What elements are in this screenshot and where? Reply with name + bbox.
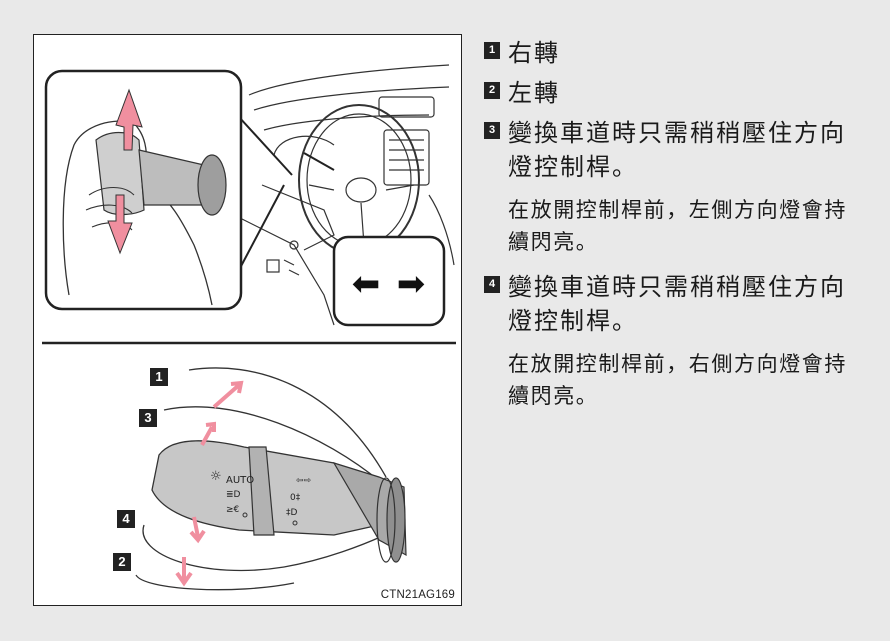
item-number-badge: 1 (484, 42, 500, 59)
item-title: 變換車道時只需稍稍壓住方向燈控制桿。 (508, 119, 846, 181)
item-title: 右轉 (508, 39, 560, 67)
callout-3: 3 (139, 409, 157, 427)
item-note: 在放開控制桿前，右側方向燈會持續閃亮。 (508, 352, 847, 408)
item-title: 左轉 (508, 79, 560, 107)
right-arrow-icon: ➡ (397, 264, 426, 304)
hand-inset (44, 69, 243, 311)
zoom-lines (238, 116, 335, 271)
parking-light-icon: ≥€ (226, 505, 240, 515)
instruction-list: 1 右轉 2 左轉 3 變換車道時只需稍稍壓住方向燈控制桿。 在放開控制桿前，左… (484, 36, 864, 424)
headlight-beam-icon: ≣D (226, 490, 241, 500)
callout-2: 2 (113, 553, 131, 571)
lever-label-auto: AUTO (226, 475, 254, 486)
list-item: 1 右轉 (484, 36, 864, 70)
dashboard-drawing (233, 64, 455, 326)
callout-4: 4 (117, 510, 135, 528)
turn-signal-illustration: ⬅ ➡ AUTO ☼ ≣D ≥€ ⇦⇨ 0‡ ‡D (42, 64, 456, 591)
item-number-badge: 3 (484, 122, 500, 139)
item-note: 在放開控制桿前，左側方向燈會持續閃亮。 (508, 198, 847, 254)
callout-1: 1 (150, 368, 168, 386)
list-item: 2 左轉 (484, 76, 864, 110)
list-item: 4 變換車道時只需稍稍壓住方向燈控制桿。 在放開控制桿前，右側方向燈會持續閃亮。 (484, 270, 864, 412)
arrow-inset: ⬅ ➡ (332, 235, 446, 327)
left-arrow-icon: ⬅ (352, 264, 381, 304)
figure-code: CTN21AG169 (380, 589, 455, 601)
illustration-panel: ⬅ ➡ AUTO ☼ ≣D ≥€ ⇦⇨ 0‡ ‡D (33, 34, 462, 606)
lever-drawing: AUTO ☼ ≣D ≥€ ⇦⇨ 0‡ ‡D (135, 367, 407, 591)
item-number-badge: 4 (484, 276, 500, 293)
fog-light-rear-icon: 0‡ (290, 493, 301, 503)
item-number-badge: 2 (484, 82, 500, 99)
fog-light-front-icon: ‡D (286, 508, 298, 518)
list-item: 3 變換車道時只需稍稍壓住方向燈控制桿。 在放開控制桿前，左側方向燈會持續閃亮。 (484, 116, 864, 258)
turn-indicator-icon: ⇦⇨ (296, 476, 312, 486)
item-title: 變換車道時只需稍稍壓住方向燈控制桿。 (508, 273, 846, 335)
headlight-sun-icon: ☼ (210, 469, 222, 484)
